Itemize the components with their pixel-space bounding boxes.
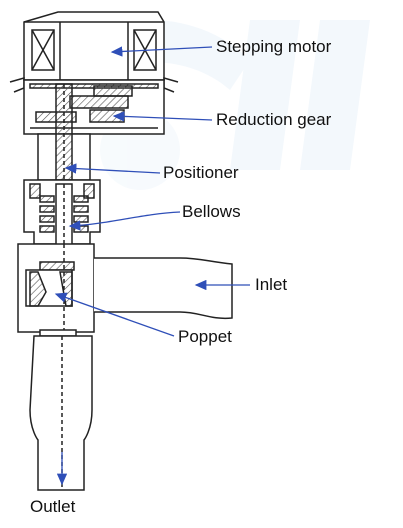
arrow-bellows	[68, 211, 181, 231]
poppet	[29, 271, 73, 307]
arrow-stepping-motor	[110, 46, 213, 57]
callout-arrows	[54, 46, 250, 486]
arrow-poppet	[54, 292, 175, 337]
label-stepping-motor: Stepping motor	[216, 37, 332, 56]
label-positioner: Positioner	[163, 163, 239, 182]
label-reduction-gear: Reduction gear	[216, 110, 332, 129]
arrow-reduction-gear	[112, 111, 213, 122]
label-inlet: Inlet	[255, 275, 288, 294]
stepping-motor	[9, 11, 179, 93]
arrow-positioner	[64, 163, 161, 174]
bellows	[23, 179, 101, 253]
outlet-pipe	[29, 329, 93, 491]
reduction-gear	[23, 79, 165, 135]
label-poppet: Poppet	[178, 327, 232, 346]
positioner	[37, 83, 91, 181]
label-bellows: Bellows	[182, 202, 241, 221]
label-outlet: Outlet	[30, 497, 76, 516]
